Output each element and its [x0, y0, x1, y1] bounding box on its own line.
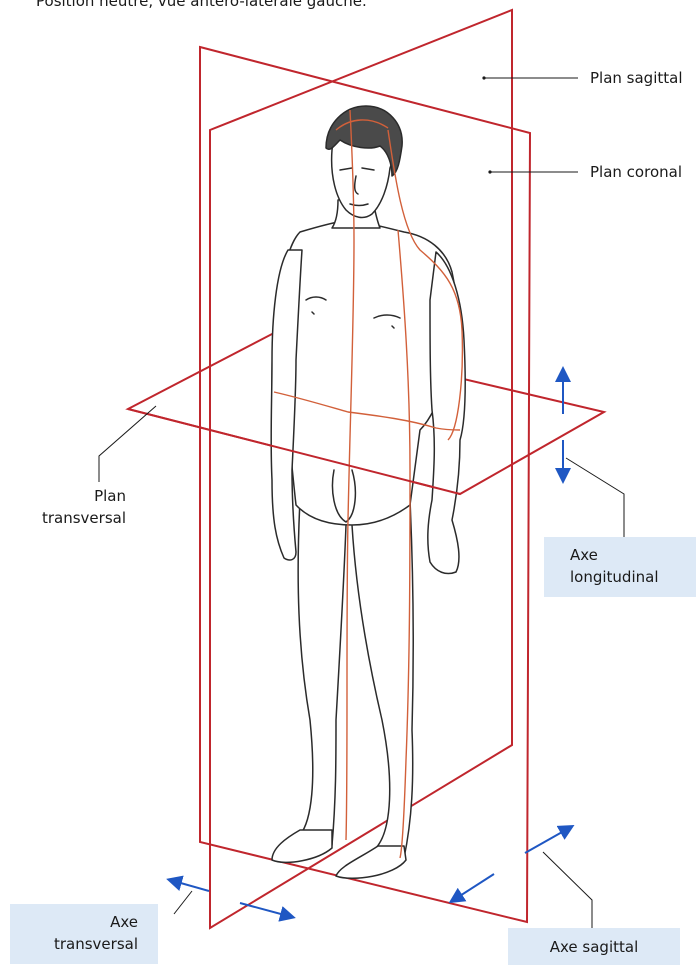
label-plan-transversal-line2: transversal: [20, 508, 126, 528]
label-axe-transversal-line1: Axe: [10, 912, 138, 932]
label-plan-sagittal: Plan sagittal: [590, 68, 683, 88]
label-axe-sagittal: Axe sagittal: [508, 937, 680, 957]
label-axe-transversal-line2: transversal: [10, 934, 138, 954]
right-foot: [336, 846, 406, 878]
right-arm: [428, 252, 465, 574]
axe-longitudinal-box: Axe longitudinal: [544, 537, 696, 597]
human-figure: [271, 106, 465, 878]
axe-sagittal-box: Axe sagittal: [508, 928, 680, 965]
axe-transversal-box: Axe transversal: [10, 904, 158, 964]
coronal-leader-dot: [488, 170, 491, 173]
right-leg: [340, 500, 413, 878]
sagittal-axis-arrows: [452, 827, 571, 901]
label-axe-longitudinal-line2: longitudinal: [570, 567, 658, 587]
transversal-axis-arrows: [170, 880, 292, 917]
sagittal-leader-dot: [482, 76, 485, 79]
label-plan-transversal-line1: Plan: [40, 486, 126, 506]
label-axe-longitudinal-line1: Axe: [570, 545, 598, 565]
label-plan-coronal: Plan coronal: [590, 162, 682, 182]
left-foot: [272, 830, 332, 862]
